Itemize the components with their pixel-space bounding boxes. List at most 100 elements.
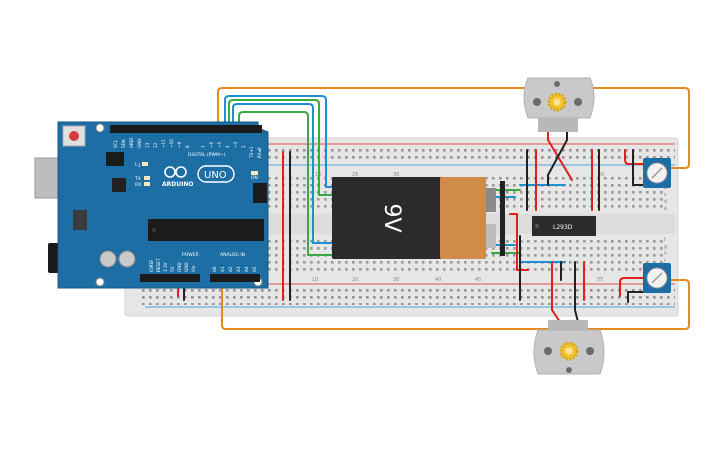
wire-pot-bottom-red[interactable] bbox=[619, 277, 644, 297]
icsp-header-2 bbox=[253, 183, 267, 203]
motor-screw bbox=[533, 98, 541, 106]
col-number: 20 bbox=[352, 277, 358, 283]
led-l bbox=[142, 162, 148, 166]
led-label-l: L bbox=[135, 162, 138, 168]
gear-hub bbox=[553, 98, 561, 106]
wire-pot-top-black[interactable] bbox=[632, 149, 644, 186]
potentiometer-top[interactable] bbox=[643, 158, 671, 188]
ic-notch bbox=[535, 224, 539, 228]
analog-header-label: ANALOG IN bbox=[220, 252, 245, 258]
logo-ring-right bbox=[175, 166, 187, 178]
wire-pot-bottom-black[interactable] bbox=[627, 291, 644, 303]
mount-hole bbox=[95, 277, 105, 287]
pin-label: A5 bbox=[252, 266, 257, 272]
battery-label: 9V bbox=[379, 203, 404, 232]
battery-9v[interactable]: 9V bbox=[332, 177, 505, 259]
wire-green-2[interactable] bbox=[238, 111, 336, 256]
dc-motor-bottom[interactable] bbox=[533, 320, 605, 375]
motor-screw bbox=[544, 347, 552, 355]
led-on bbox=[251, 171, 258, 175]
dc-motor-icon bbox=[559, 341, 579, 361]
usb-chip bbox=[112, 178, 126, 192]
pin-label: ~10 bbox=[169, 139, 174, 148]
pin-label: 13 bbox=[145, 142, 150, 148]
wire-red-battery[interactable] bbox=[509, 213, 529, 271]
motor-screw bbox=[574, 98, 582, 106]
pin-label: GND bbox=[137, 138, 142, 148]
digital-header-label: DIGITAL (PWM~) bbox=[188, 152, 226, 158]
uno-label: UNO bbox=[204, 170, 227, 181]
col-number: 55 bbox=[597, 277, 603, 283]
dc-motor-icon bbox=[547, 92, 567, 112]
uno-badge bbox=[197, 165, 235, 183]
pin-label: SDA bbox=[121, 139, 126, 148]
digital-pin-labels: SCL SDA AREF GND 13 12 ~11 ~10 ~9 8 7 ~6… bbox=[113, 137, 262, 159]
arduino-uno[interactable]: SCL SDA AREF GND 13 12 ~11 ~10 ~9 8 7 ~6… bbox=[34, 121, 269, 289]
pin-label: 2 bbox=[241, 145, 246, 148]
mount-hole bbox=[95, 123, 105, 133]
pin-label: 12 bbox=[153, 142, 158, 148]
led-label-rx: RX bbox=[135, 182, 141, 188]
ic-body bbox=[532, 216, 596, 236]
col-number: 45 bbox=[475, 277, 481, 283]
pin-label: ~3 bbox=[233, 141, 238, 148]
top-power-rail bbox=[140, 145, 675, 163]
capacitor bbox=[99, 250, 117, 268]
battery-terminal-pos bbox=[486, 224, 496, 248]
pin-label: GND bbox=[177, 262, 182, 272]
dc-motor-top[interactable] bbox=[523, 77, 595, 132]
ic-label: L293D bbox=[553, 224, 573, 231]
motor-end-cap bbox=[538, 118, 578, 132]
led-rx bbox=[144, 182, 150, 186]
potentiometer-icon bbox=[646, 267, 668, 289]
capacitor bbox=[118, 250, 136, 268]
battery-copper-end bbox=[440, 177, 486, 259]
wire-orange-bottom[interactable] bbox=[221, 274, 690, 330]
row-letter: d bbox=[664, 199, 667, 205]
col-number: 30 bbox=[393, 172, 399, 178]
wire-pot-top-red[interactable] bbox=[624, 149, 644, 165]
wire-blue-2[interactable] bbox=[232, 103, 336, 244]
pin-label: RESET bbox=[156, 258, 161, 272]
wire-motor-bottom-black[interactable] bbox=[574, 261, 579, 323]
pin-label: ~5 bbox=[217, 141, 222, 148]
reset-button-cap bbox=[69, 131, 79, 141]
potentiometer-icon bbox=[646, 162, 668, 184]
row-letter: c bbox=[664, 192, 667, 198]
col-number: 10 bbox=[312, 277, 318, 283]
l293d-ic[interactable]: L293D bbox=[532, 216, 596, 236]
logo-ring-left bbox=[164, 166, 176, 178]
col-number: 40 bbox=[435, 277, 441, 283]
battery-terminal-neg bbox=[486, 188, 496, 212]
col-number: 25 bbox=[352, 172, 358, 178]
pin-label: A0 bbox=[212, 266, 217, 272]
potentiometer-bottom[interactable] bbox=[643, 263, 671, 293]
analog-header[interactable] bbox=[210, 274, 260, 282]
pot-indicator bbox=[651, 167, 663, 179]
wire-motor-top-black[interactable] bbox=[547, 129, 568, 186]
pin-label: A4 bbox=[244, 266, 249, 272]
wire-motor-bottom-red[interactable] bbox=[551, 261, 561, 323]
pin-label: AREF bbox=[129, 137, 134, 148]
logo-text: ARDUINO bbox=[162, 181, 193, 188]
pin-label: RX◂0 bbox=[257, 147, 262, 158]
pin-label: A1 bbox=[220, 266, 225, 272]
row-letter: i bbox=[664, 258, 665, 264]
wire-blue-1[interactable] bbox=[224, 95, 336, 188]
analog-pin-labels: A0 A1 A2 A3 A4 A5 bbox=[212, 266, 257, 272]
wire-orange-top[interactable] bbox=[217, 87, 690, 169]
power-pin-labels: IOREF RESET 3.3V 5V GND GND Vin bbox=[149, 258, 196, 272]
pin-label: A3 bbox=[236, 266, 241, 272]
chip-notch bbox=[152, 228, 156, 232]
usb-connector bbox=[34, 157, 62, 199]
wire-green-1[interactable] bbox=[228, 99, 336, 196]
digital-header[interactable] bbox=[110, 125, 262, 133]
wire-motor-top-red[interactable] bbox=[547, 129, 573, 181]
pin-label: GND bbox=[184, 262, 189, 272]
motor-screw bbox=[586, 347, 594, 355]
power-header[interactable] bbox=[140, 274, 200, 282]
pin-label: A2 bbox=[228, 266, 233, 272]
wires bbox=[177, 87, 690, 330]
power-header-label: POWER bbox=[182, 252, 199, 258]
